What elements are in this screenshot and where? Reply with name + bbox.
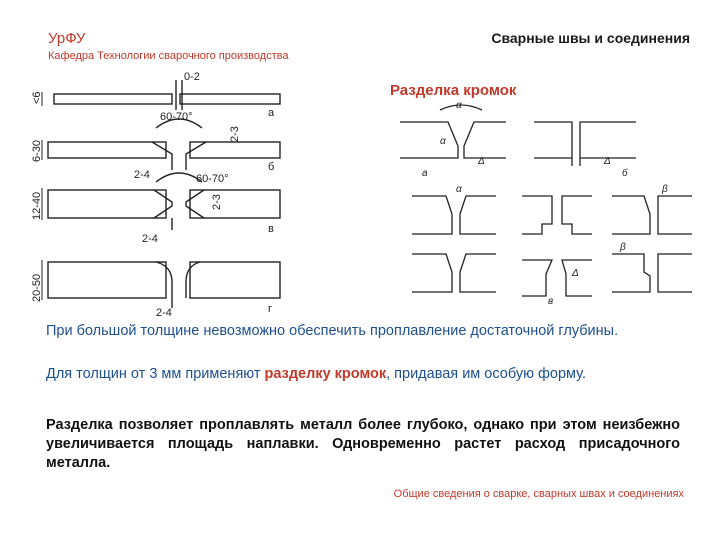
edge-preparation-figure-right: α α Δ Δ а б α β β Δ в — [400, 100, 692, 305]
slide-title: Сварные швы и соединения — [491, 30, 690, 46]
paragraph-thick-metal: При большой толщине невозможно обеспечит… — [46, 323, 619, 339]
figure-letter: б — [622, 167, 628, 179]
variant-letter: а — [268, 107, 275, 119]
figure-letter: в — [548, 296, 553, 305]
figure-letter: Δ — [571, 268, 579, 279]
org-name: УрФУ — [48, 30, 86, 47]
gap-dimension-label: 2-4 — [156, 307, 172, 319]
groove-angle-label: 60-70° — [196, 173, 229, 185]
footer-caption: Общие сведения о сварке, сварных швах и … — [393, 488, 684, 500]
p2-text-end: , придавая им особую форму. — [386, 366, 586, 382]
figure-letter: α — [456, 184, 462, 195]
edge-preparation-figure-left: <6 6-30 12-40 20-50 0-2 60-70° 60-70° 2-… — [31, 71, 281, 319]
root-face-label: 2-3 — [229, 126, 241, 142]
figure-letter: Δ — [477, 156, 485, 167]
thickness-label: 20-50 — [31, 274, 43, 302]
thickness-label: <6 — [31, 91, 43, 104]
thickness-label: 12-40 — [31, 192, 43, 220]
gap-dimension-label: 2-4 — [142, 233, 158, 245]
figure-letter: β — [661, 184, 668, 195]
department-name: Кафедра Технологии сварочного производст… — [48, 50, 289, 62]
p2-text-start: Для толщин от 3 мм применяют — [46, 366, 265, 382]
thickness-label: 6-30 — [31, 140, 43, 162]
figure-letter: а — [422, 168, 428, 179]
figure-letter: Δ — [603, 156, 611, 167]
paragraph-consequences: Разделка позволяет проплавлять металл бо… — [46, 417, 680, 471]
figure-letter: β — [619, 242, 626, 253]
section-title: Разделка кромок — [390, 82, 517, 99]
variant-letter: б — [268, 161, 274, 173]
figure-letter: α — [456, 100, 462, 111]
groove-angle-label: 60-70° — [160, 111, 193, 123]
gap-label: 0-2 — [184, 71, 200, 83]
variant-letter: г — [268, 303, 272, 315]
figure-letter: α — [440, 136, 446, 147]
root-face-label: 2-3 — [211, 194, 223, 210]
variant-letter: в — [268, 223, 274, 235]
p2-highlight-term: разделку кромок — [264, 366, 387, 382]
paragraph-edge-preparation: Для толщин от 3 мм применяют разделку кр… — [46, 365, 680, 384]
gap-dimension-label: 2-4 — [134, 169, 150, 181]
